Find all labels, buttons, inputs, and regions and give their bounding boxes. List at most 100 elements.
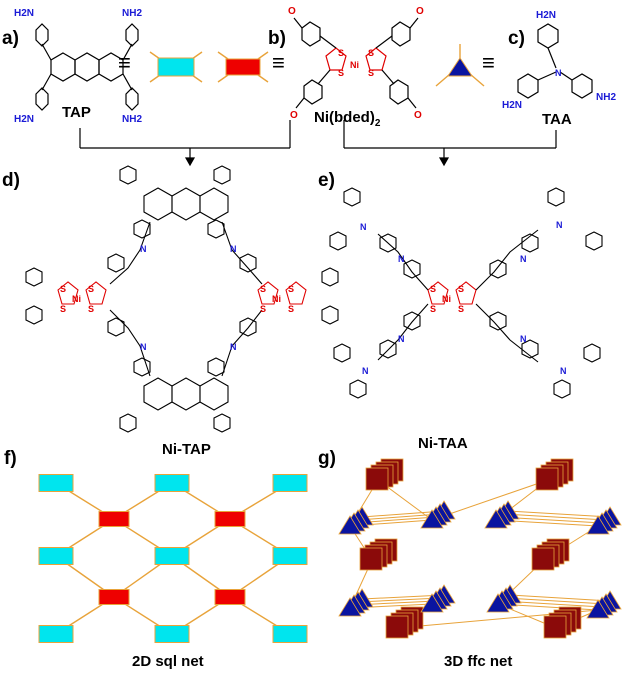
cyan-node [154, 474, 190, 492]
ffc-square-node [359, 547, 383, 571]
taa-amine-left: H2N [502, 100, 522, 111]
red-node-icon [217, 51, 269, 83]
cyan-node [154, 625, 190, 643]
red-node [214, 589, 246, 605]
panel-f-label: f) [4, 448, 17, 469]
cyan-node [154, 547, 190, 565]
tap-amine-tr: NH2 [122, 8, 142, 19]
ni-taa-framework [329, 187, 603, 399]
o-atom-tr: O [416, 6, 424, 17]
red-node [98, 589, 130, 605]
ffc-triangle-node [420, 509, 444, 529]
ffc-triangle-node [420, 593, 444, 613]
ffc-triangle-node [586, 515, 610, 535]
n-atom-d1: N [140, 244, 147, 254]
panel-g-label: g) [318, 448, 336, 469]
s-atom-e2: S [430, 304, 436, 314]
s-atom-3: S [368, 48, 374, 58]
s-atom-d6: S [260, 304, 266, 314]
taa-name: TAA [542, 111, 572, 128]
ffc-square-node [543, 615, 567, 639]
cyan-node [38, 547, 74, 565]
n-atom-d2: N [230, 244, 237, 254]
ffc-linker [503, 513, 607, 521]
ffc-square-node [535, 467, 559, 491]
taa-center-n: N [555, 68, 562, 78]
ffc-triangle-node [338, 597, 362, 617]
o-atom-bl: O [290, 110, 298, 121]
o-atom-tl: O [288, 6, 296, 17]
s-atom-d7: S [288, 284, 294, 294]
ffc-linker [505, 597, 607, 605]
ffc-linker [507, 510, 611, 518]
equiv-symbol-2: ≡ [272, 50, 285, 75]
ffc-triangle-node [586, 599, 610, 619]
ni-taa-name: Ni-TAA [418, 435, 468, 452]
ni-tap-framework [25, 165, 339, 433]
ni-tap-name: Ni-TAP [162, 441, 211, 458]
n-atom-e7: N [520, 254, 527, 264]
ni-bded-name: Ni(bded)2 [314, 109, 381, 129]
ni-tap-heteroatoms: S S S S Ni S S S S Ni N N N N [60, 244, 294, 352]
ffc-linker [509, 594, 611, 602]
n-atom-e8: N [520, 334, 527, 344]
s-atom-d1: S [60, 284, 66, 294]
s-atom-1: S [338, 48, 344, 58]
ni-taa-heteroatoms: S S S S Ni N N N N N N N N [360, 220, 567, 376]
panel-d-label: d) [2, 170, 20, 191]
n-atom-e2: N [362, 366, 369, 376]
ffc-net-caption: 3D ffc net [444, 653, 512, 670]
red-node [214, 511, 246, 527]
tap-amine-tl: H2N [14, 8, 34, 19]
cyan-node [38, 625, 74, 643]
cyan-node [38, 474, 74, 492]
n-atom-d3: N [140, 342, 147, 352]
ffc-triangle-node [484, 509, 508, 529]
ffc-linker [357, 597, 441, 603]
ffc-triangle-node [338, 515, 362, 535]
ffc-linker [357, 513, 441, 521]
n-atom-e5: N [398, 254, 405, 264]
s-atom-d3: S [88, 284, 94, 294]
ffc-linker [361, 594, 445, 600]
ffc-square-node [365, 467, 389, 491]
panel-c-label: c) [508, 28, 525, 49]
tap-molecule [35, 23, 139, 111]
n-atom-e6: N [398, 334, 405, 344]
cyan-node-icon [149, 51, 203, 83]
tap-amine-br: NH2 [122, 114, 142, 125]
equiv-symbol-3: ≡ [482, 50, 495, 75]
s-atom-d2: S [60, 304, 66, 314]
s-atom-d4: S [88, 304, 94, 314]
ffc-triangle-node [486, 593, 510, 613]
s-atom-e4: S [458, 304, 464, 314]
panel-b-label: b) [268, 28, 286, 49]
s-atom-4: S [368, 68, 374, 78]
ni-atom-b: Ni [350, 60, 359, 70]
n-atom-d4: N [230, 342, 237, 352]
s-atom-d5: S [260, 284, 266, 294]
red-node [98, 511, 130, 527]
s-atom-2: S [338, 68, 344, 78]
n-atom-e1: N [360, 222, 367, 232]
cyan-node [272, 625, 308, 643]
ni-atom-d2: Ni [272, 294, 281, 304]
n-atom-e4: N [560, 366, 567, 376]
ffc-net-diagram [338, 458, 622, 639]
taa-molecule [517, 23, 593, 99]
ni-atom-e: Ni [442, 294, 451, 304]
triangle-node-icon [435, 44, 485, 87]
o-atom-br: O [414, 110, 422, 121]
ni-atom-d1: Ni [72, 294, 81, 304]
tap-name: TAP [62, 104, 91, 121]
tap-amine-bl: H2N [14, 114, 34, 125]
s-atom-e3: S [458, 284, 464, 294]
sql-net-diagram [38, 474, 308, 643]
reaction-arrows [79, 120, 557, 167]
taa-amine-top: H2N [536, 10, 556, 21]
cyan-node [272, 547, 308, 565]
panel-a-label: a) [2, 28, 19, 49]
panel-e-label: e) [318, 170, 335, 191]
taa-amine-right: NH2 [596, 92, 616, 103]
